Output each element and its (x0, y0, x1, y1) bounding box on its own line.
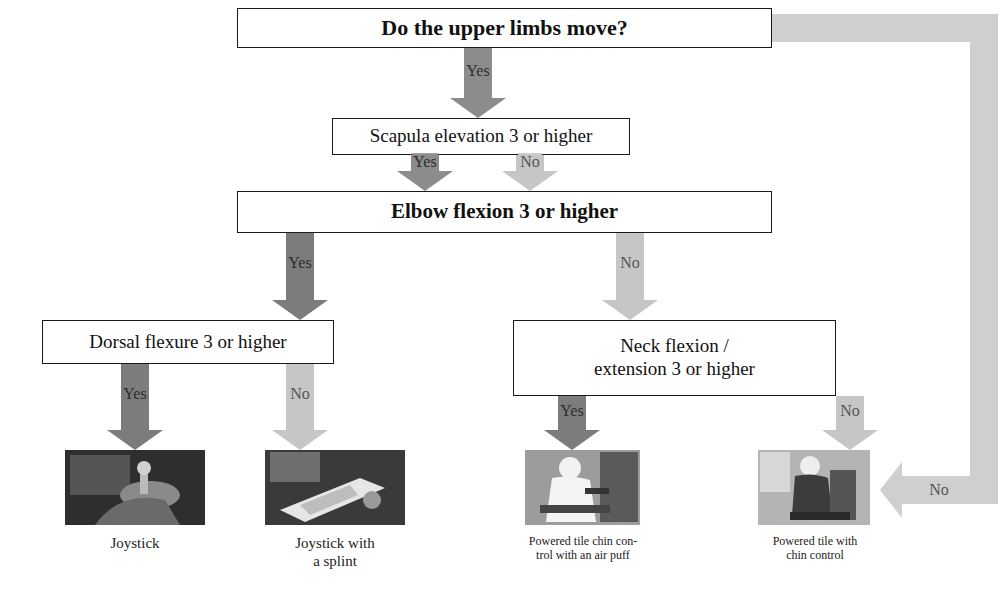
device-result: Powered tile chin con- trol with an air … (508, 450, 658, 563)
block-arrow (272, 233, 328, 320)
edge-label: Yes (121, 385, 148, 403)
decision-box: Dorsal flexure 3 or higher (42, 320, 334, 364)
block-arrow (822, 396, 878, 450)
edge-label: Yes (286, 254, 313, 272)
decision-box: Scapula elevation 3 or higher (332, 118, 630, 155)
result-caption: Powered tile chin con- trol with an air … (523, 534, 643, 563)
edge-label: Yes (411, 153, 438, 171)
edge-label: No (927, 481, 951, 499)
block-arrow (602, 233, 658, 320)
air-puff-chin-control-photo (525, 450, 640, 525)
question-box: Do the upper limbs move? (237, 8, 772, 48)
box-label: Do the upper limbs move? (381, 15, 628, 41)
edge-label: No (518, 153, 542, 171)
result-caption: Joystick with a splint (292, 534, 379, 570)
box-label: Neck flexion / extension 3 or higher (587, 335, 762, 381)
result-caption: Joystick (110, 534, 159, 552)
box-label: Dorsal flexure 3 or higher (89, 331, 286, 354)
chin-control-photo (758, 450, 870, 525)
edge-label: Yes (464, 62, 491, 80)
splint-joystick-photo (265, 450, 405, 525)
edge-label: No (288, 385, 312, 403)
block-arrow (107, 364, 163, 450)
device-result: Powered tile with chin control (750, 450, 880, 563)
decision-box: Elbow flexion 3 or higher (237, 191, 772, 233)
box-label: Scapula elevation 3 or higher (370, 125, 593, 148)
block-arrow (772, 28, 984, 518)
edge-label: No (838, 403, 862, 421)
block-arrow (544, 396, 600, 450)
device-result: Joystick with a splint (265, 450, 405, 570)
edge-label: No (618, 254, 642, 272)
box-label: Elbow flexion 3 or higher (391, 199, 618, 224)
block-arrow (450, 48, 506, 118)
device-result: Joystick (65, 450, 205, 552)
decision-box: Neck flexion / extension 3 or higher (513, 320, 836, 396)
block-arrow (272, 364, 328, 450)
joystick-photo (65, 450, 205, 525)
result-caption: Powered tile with chin control (765, 534, 865, 563)
edge-label: Yes (558, 403, 585, 421)
